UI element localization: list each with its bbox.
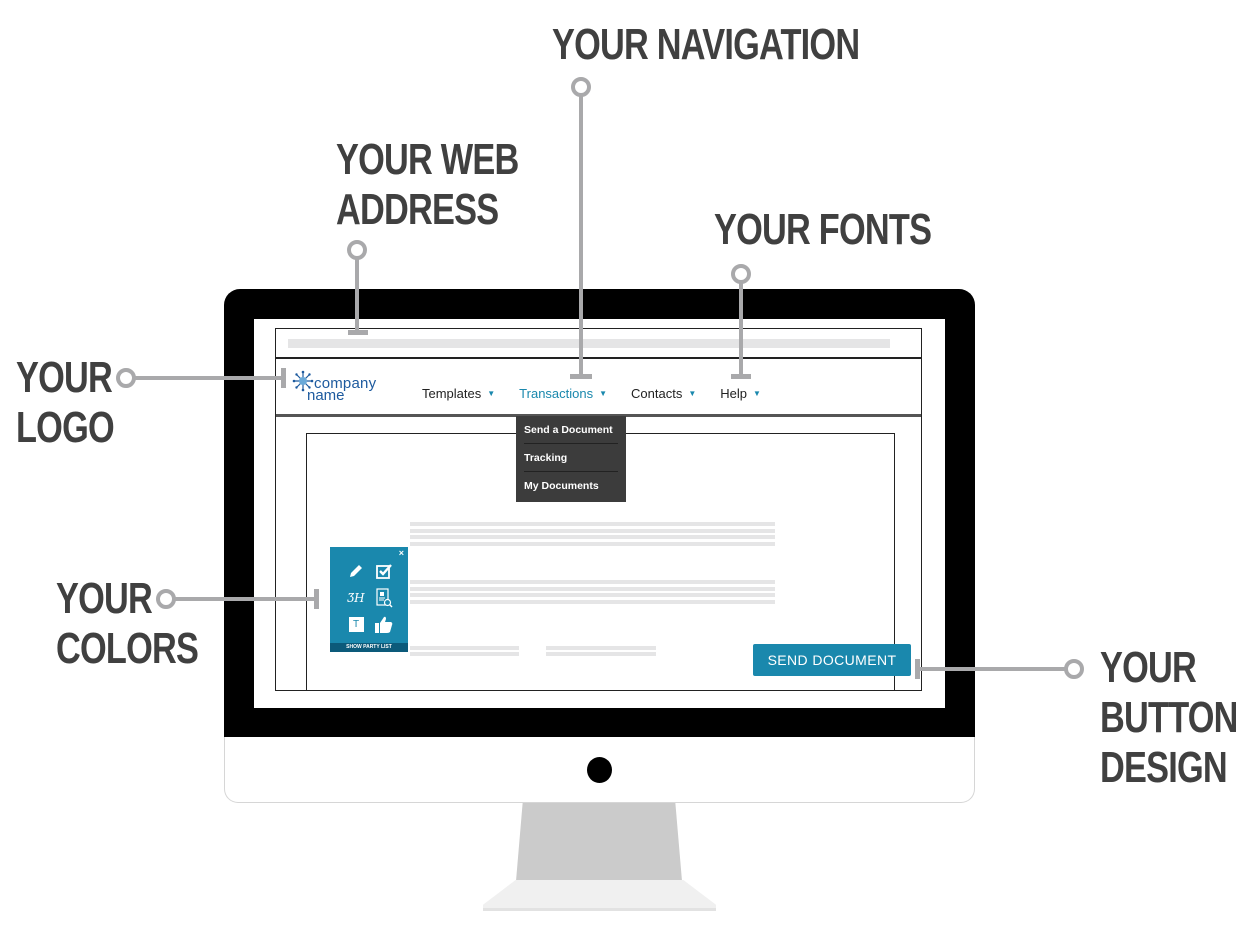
leader-tick-web-address — [348, 330, 368, 335]
placeholder-text-line — [410, 522, 775, 526]
pencil-icon[interactable] — [342, 557, 370, 584]
logo-text-company: company — [314, 375, 377, 392]
callout-your-colors: YOUR COLORS — [56, 574, 199, 673]
checkbox-icon[interactable] — [370, 557, 398, 584]
send-document-button[interactable]: SEND DOCUMENT — [753, 644, 911, 676]
leader-tick-fonts — [731, 374, 751, 379]
leader-tick-navigation — [570, 374, 592, 379]
signature-glyph: ƷH — [347, 590, 365, 605]
placeholder-text-line — [546, 652, 656, 656]
monitor-foot — [483, 880, 716, 911]
callout-your-navigation: YOUR NAVIGATION — [552, 20, 860, 69]
close-icon[interactable]: × — [398, 548, 404, 558]
callout-your-logo: YOUR LOGO — [16, 353, 115, 452]
nav-label-contacts: Contacts — [631, 386, 683, 401]
chevron-down-icon: ▼ — [599, 389, 608, 398]
callout-your-button-design: YOUR BUTTON DESIGN — [1100, 643, 1236, 792]
placeholder-text-line — [410, 542, 775, 546]
leader-tick-colors — [314, 589, 319, 609]
monitor-camera-icon — [587, 757, 612, 783]
browser-window: company name Templates ▼ Transactions ▼ … — [275, 328, 922, 691]
logo-text-name: name — [307, 387, 345, 404]
placeholder-text-line — [410, 587, 775, 591]
callout-ring-button-design — [1064, 659, 1084, 679]
menu-item-my-documents[interactable]: My Documents — [524, 480, 599, 492]
transactions-dropdown-menu: Send a Document Tracking My Documents — [516, 416, 626, 502]
nav-label-help: Help — [720, 386, 748, 401]
chevron-down-icon: ▼ — [753, 389, 761, 398]
nav-item-transactions[interactable]: Transactions ▼ — [519, 386, 607, 401]
leader-line-web-address — [355, 259, 359, 334]
menu-item-tracking[interactable]: Tracking — [524, 444, 618, 472]
placeholder-text-line — [410, 600, 775, 604]
monitor-screen: company name Templates ▼ Transactions ▼ … — [254, 319, 945, 708]
placeholder-text-line — [410, 529, 775, 533]
show-party-list-button[interactable]: SHOW PARTY LIST — [330, 643, 408, 652]
thumbs-up-icon[interactable] — [370, 611, 398, 638]
callout-ring-web-address — [347, 240, 367, 260]
callout-ring-fonts — [731, 264, 751, 284]
field-palette: × ƷH T S — [330, 547, 408, 652]
callout-ring-navigation — [571, 77, 591, 97]
main-navigation: Templates ▼ Transactions ▼ Contacts ▼ He… — [422, 386, 785, 401]
callout-ring-colors — [156, 589, 176, 609]
callout-your-web-address: YOUR WEB ADDRESS — [336, 135, 519, 234]
placeholder-text-line — [410, 535, 775, 539]
chevron-down-icon: ▼ — [487, 389, 496, 398]
placeholder-text-line — [410, 580, 775, 584]
leader-line-fonts — [739, 283, 743, 378]
palette-icon-grid: ƷH T — [342, 557, 398, 638]
company-logo[interactable]: company name — [292, 370, 392, 406]
nav-item-help[interactable]: Help ▼ — [720, 386, 761, 401]
leader-line-colors — [175, 597, 317, 601]
placeholder-text-line — [410, 646, 519, 650]
callout-ring-logo — [116, 368, 136, 388]
leader-tick-logo — [281, 368, 286, 388]
text-field-icon[interactable]: T — [342, 611, 370, 638]
document-search-icon[interactable] — [370, 584, 398, 611]
leader-line-button-design — [918, 667, 1065, 671]
monitor-stand — [516, 803, 682, 881]
text-field-glyph: T — [348, 617, 364, 632]
header-divider — [276, 357, 921, 359]
leader-line-navigation — [579, 96, 583, 378]
placeholder-text-line — [410, 593, 775, 597]
callout-your-fonts: YOUR FONTS — [714, 205, 932, 254]
placeholder-text-line — [410, 652, 519, 656]
address-bar[interactable] — [288, 339, 890, 348]
leader-tick-button-design — [915, 659, 920, 679]
nav-item-contacts[interactable]: Contacts ▼ — [631, 386, 696, 401]
signature-icon[interactable]: ƷH — [342, 584, 370, 611]
nav-item-templates[interactable]: Templates ▼ — [422, 386, 495, 401]
nav-divider — [276, 414, 921, 417]
leader-line-logo — [135, 376, 285, 380]
nav-label-templates: Templates — [422, 386, 482, 401]
snowflake-icon — [292, 370, 314, 392]
placeholder-text-line — [546, 646, 656, 650]
nav-label-transactions: Transactions — [519, 386, 594, 401]
menu-item-send-a-document[interactable]: Send a Document — [524, 416, 618, 444]
chevron-down-icon: ▼ — [688, 389, 697, 398]
document-canvas — [306, 433, 895, 691]
